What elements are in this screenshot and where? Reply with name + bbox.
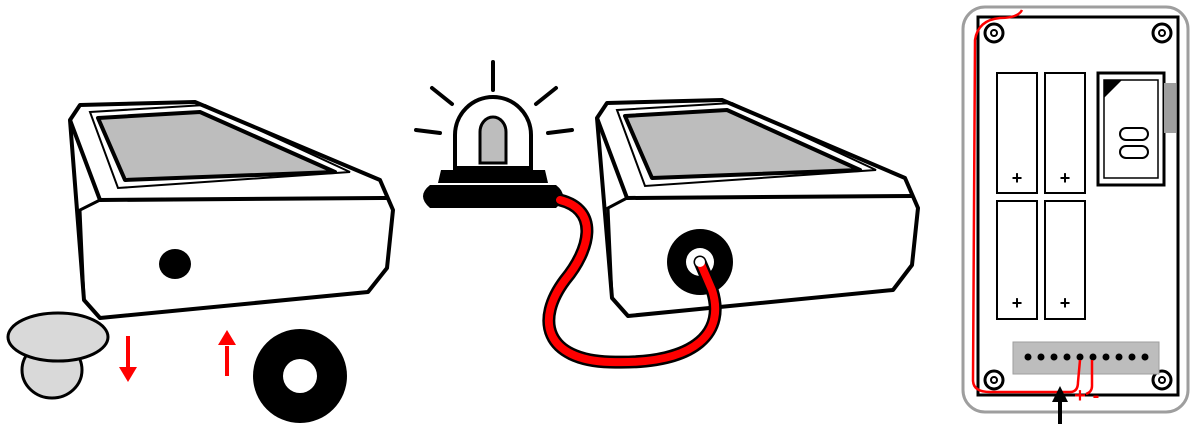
screw-hole [983, 369, 1005, 391]
panel-wire-red [971, 9, 1082, 394]
battery [1044, 200, 1086, 320]
beacon-cable [544, 196, 720, 367]
screw-hole [983, 22, 1005, 44]
indicator-strip [1164, 83, 1176, 133]
device-left [68, 100, 395, 320]
hole-plug [6, 311, 110, 400]
battery-plus-sign: + [1012, 168, 1023, 188]
arrow-up-icon [218, 330, 236, 376]
battery-plus-sign: + [1012, 293, 1023, 313]
control-module [1096, 71, 1176, 187]
battery-panel: + + + + [961, 5, 1190, 414]
battery [996, 72, 1038, 194]
screw-hole [1151, 369, 1173, 391]
terminal-strip [1012, 341, 1160, 375]
device-right [595, 98, 920, 318]
battery-plus-sign: + [1060, 293, 1071, 313]
arrow-up-icon [1052, 386, 1068, 424]
rubber-grommet [253, 329, 347, 423]
warning-beacon-icon [414, 60, 574, 208]
solar-panel [623, 108, 862, 180]
solar-panel [96, 110, 337, 182]
battery [1044, 72, 1086, 194]
cable-hole [159, 249, 191, 279]
screw-hole [1151, 22, 1173, 44]
positive-label: + [1074, 385, 1086, 407]
negative-label: - [1093, 385, 1100, 407]
battery-plus-sign: + [1060, 168, 1071, 188]
battery [996, 200, 1038, 320]
arrow-down-icon [119, 336, 137, 382]
